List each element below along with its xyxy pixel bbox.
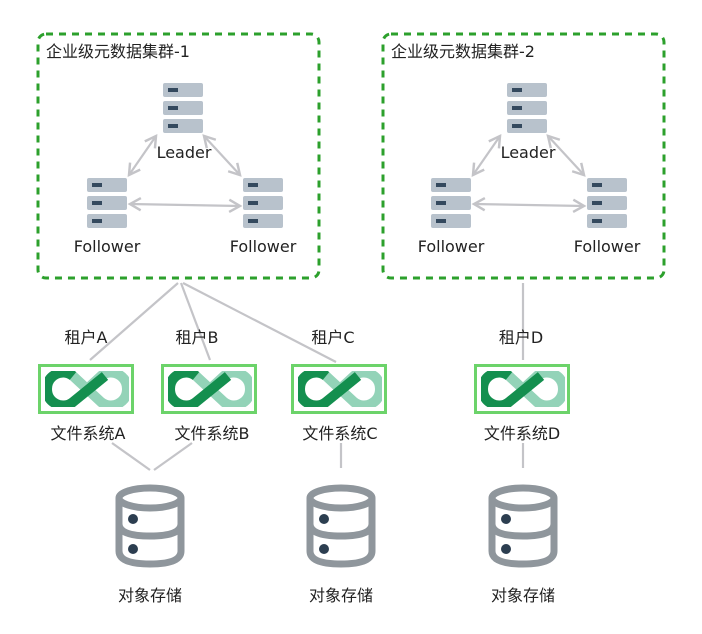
filesystem-c-node[interactable] [291, 364, 387, 414]
cluster-2-leader-label: Leader [500, 143, 556, 162]
cluster-1-follower-right-label: Follower [229, 237, 297, 256]
filesystem-b-node[interactable] [161, 364, 257, 414]
cluster-2-follower-left-label: Follower [417, 237, 485, 256]
filesystem-a-node[interactable] [38, 364, 134, 414]
object-storage-2-label: 对象存储 [308, 586, 374, 605]
cluster-1-follower-left-label: Follower [73, 237, 141, 256]
cluster-2-boundary [381, 32, 666, 280]
infinity-logo-icon [45, 371, 129, 407]
object-storage-3-label: 对象存储 [490, 586, 556, 605]
filesystem-a-label: 文件系统A [50, 424, 126, 443]
cluster-1-title: 企业级元数据集群-1 [46, 42, 190, 61]
infinity-logo-icon [298, 371, 382, 407]
cluster-2-follower-follower-link [471, 196, 587, 214]
cluster-1-follower-left-server-icon [87, 178, 127, 228]
cluster-2-leader-server-icon [507, 83, 547, 133]
tenant-b-label: 租户B [175, 328, 219, 347]
infinity-logo-icon [481, 371, 565, 407]
infinity-logo-icon [168, 371, 252, 407]
cluster-2-leader-follower-left-link [471, 133, 502, 178]
cluster-1-leader-follower-right-link [202, 134, 242, 177]
cluster-1-follower-right-server-icon [243, 178, 283, 228]
cluster-2-leader-follower-right-link [546, 134, 586, 177]
object-storage-3-icon [492, 488, 554, 564]
object-storage-1-label: 对象存储 [117, 586, 183, 605]
tenant-a-label: 租户A [64, 328, 108, 347]
connector-cluster1-tenant-b [179, 282, 212, 361]
tenant-c-label: 租户C [311, 328, 355, 347]
cluster-2-title: 企业级元数据集群-2 [391, 42, 535, 61]
filesystem-c-label: 文件系统C [302, 424, 378, 443]
object-storage-2-icon [310, 488, 372, 564]
cluster-1-leader-server-icon [163, 83, 203, 133]
cluster-1-leader-follower-left-link [127, 133, 158, 178]
cluster-2-follower-left-server-icon [431, 178, 471, 228]
object-storage-1-icon [119, 488, 181, 564]
filesystem-b-label: 文件系统B [174, 424, 250, 443]
connector-cluster1-tenant-a [89, 282, 179, 361]
cluster-1-boundary [36, 32, 321, 280]
cluster-2-follower-right-server-icon [587, 178, 627, 228]
cluster-2-follower-right-label: Follower [573, 237, 641, 256]
filesystem-d-node[interactable] [474, 364, 570, 414]
tenant-d-label: 租户D [498, 328, 544, 347]
connector-fs-b-storage-1 [153, 442, 193, 471]
filesystem-d-label: 文件系统D [483, 424, 561, 443]
cluster-1-follower-follower-link [127, 196, 243, 214]
cluster-1-leader-label: Leader [156, 143, 212, 162]
connector-cluster1-tenant-c [182, 282, 337, 363]
connector-fs-a-storage-1 [111, 442, 151, 471]
